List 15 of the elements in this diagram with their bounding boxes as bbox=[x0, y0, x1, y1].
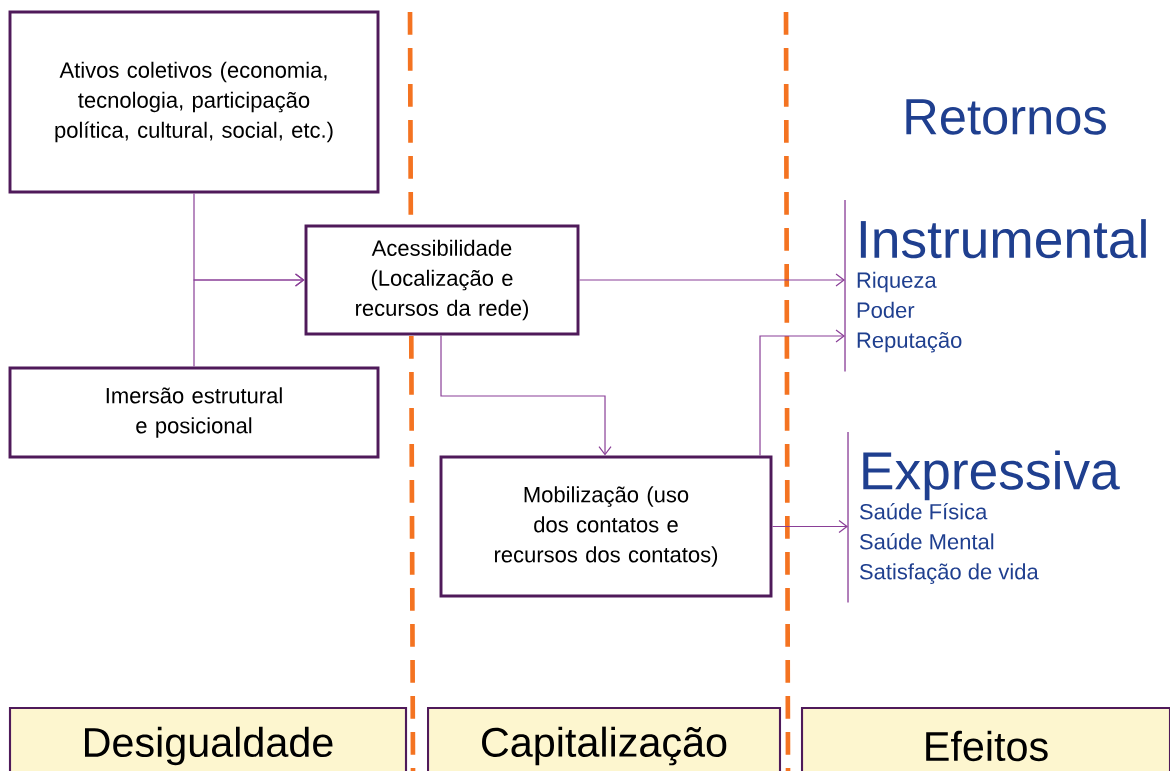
arrow bbox=[440, 334, 612, 456]
arrow bbox=[193, 273, 305, 368]
arrow bbox=[771, 519, 848, 534]
process-box: Acessibilidade (Localização e recursos da rede) bbox=[304, 224, 580, 336]
outcome-group: Expressiva Saúde Física Saúde Mental Satisfação de vida bbox=[847, 431, 1120, 604]
arrow bbox=[578, 273, 845, 287]
process-box: Mobilização (uso dos contatos e recursos dos contatos) bbox=[439, 455, 773, 598]
process-box: Imersão estrutural e posicional bbox=[8, 366, 380, 459]
column-band: Capitalização bbox=[426, 706, 782, 771]
process-box: Ativos coletivos (economia, tecnologia, participação política, cultural, social, etc.) bbox=[8, 10, 380, 194]
arrow bbox=[759, 329, 845, 457]
heading: Retornos bbox=[906, 99, 1106, 135]
column-band: Desigualdade bbox=[8, 706, 408, 771]
column-band: Efeitos bbox=[800, 706, 1170, 771]
outcome-group: Instrumental Riqueza Poder Reputação bbox=[844, 199, 1146, 373]
